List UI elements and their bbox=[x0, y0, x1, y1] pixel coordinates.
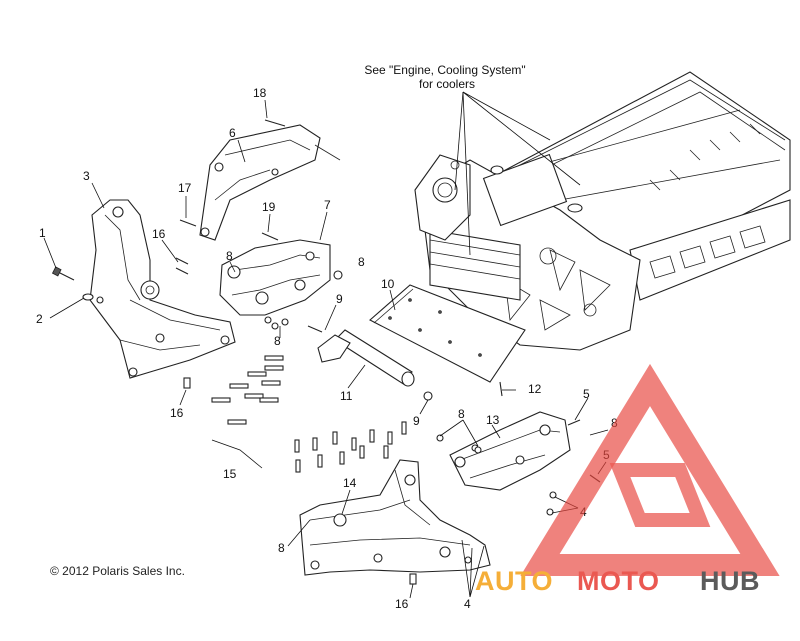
lower-right-bracket bbox=[436, 411, 601, 516]
callout-label: 2 bbox=[36, 312, 43, 326]
callout-label: 18 bbox=[253, 86, 267, 100]
callout-label: 16 bbox=[170, 406, 184, 420]
callout-label: 9 bbox=[413, 414, 420, 428]
callout-label: 4 bbox=[464, 597, 471, 611]
callout-label: 6 bbox=[229, 126, 236, 140]
reference-note-line2: for coolers bbox=[419, 77, 475, 91]
callout-label: 16 bbox=[152, 227, 166, 241]
callout-label: 8 bbox=[274, 334, 281, 348]
reference-note-line1: See "Engine, Cooling System" bbox=[364, 63, 525, 77]
bolt-16-upper bbox=[175, 257, 189, 275]
callout-label: 3 bbox=[83, 169, 90, 183]
leader-lines bbox=[43, 91, 609, 599]
callout-label: 17 bbox=[178, 181, 192, 195]
watermark-logo: AUTO MOTO HUB bbox=[475, 363, 780, 596]
triangle-logo-icon bbox=[520, 363, 780, 576]
cross-shaft bbox=[307, 325, 433, 401]
callout-label: 11 bbox=[340, 389, 353, 403]
copyright-text: © 2012 Polaris Sales Inc. bbox=[50, 564, 185, 578]
nut-8 bbox=[333, 270, 343, 280]
callout-label: 8 bbox=[458, 407, 465, 421]
callout-label: 5 bbox=[583, 387, 590, 401]
upper-rail-bracket bbox=[199, 119, 341, 241]
callout-label: 8 bbox=[358, 255, 365, 269]
callout-label: 13 bbox=[486, 413, 500, 427]
callout-label: 8 bbox=[226, 249, 233, 263]
bottom-frame-assembly bbox=[299, 459, 491, 585]
callout-label: 10 bbox=[381, 277, 395, 291]
callout-label: 16 bbox=[395, 597, 409, 611]
callout-label: 7 bbox=[324, 198, 331, 212]
watermark-text-moto: MOTO bbox=[577, 566, 660, 596]
bolt-19 bbox=[261, 232, 279, 241]
callout-label: 19 bbox=[262, 200, 276, 214]
callout-label: 14 bbox=[343, 476, 357, 490]
bolt-16-lower bbox=[183, 377, 191, 389]
middle-mount-bracket bbox=[219, 239, 331, 316]
watermark-text-auto: AUTO bbox=[475, 566, 553, 596]
callout-label: 12 bbox=[528, 382, 542, 396]
callout-label: 8 bbox=[278, 541, 285, 555]
skid-plate bbox=[369, 284, 526, 383]
left-frame-bracket bbox=[89, 199, 236, 379]
callout-label: 15 bbox=[223, 467, 237, 481]
callout-label: 9 bbox=[336, 292, 343, 306]
chassis-tunnel bbox=[414, 71, 791, 351]
bolt-fastener bbox=[51, 266, 94, 301]
bolt-12 bbox=[499, 381, 503, 397]
loose-bolts-group bbox=[211, 355, 407, 473]
callout-label: 1 bbox=[39, 226, 46, 240]
nuts-8-group bbox=[264, 316, 289, 330]
bolt-17 bbox=[179, 219, 197, 227]
watermark-text-hub: HUB bbox=[700, 566, 760, 596]
